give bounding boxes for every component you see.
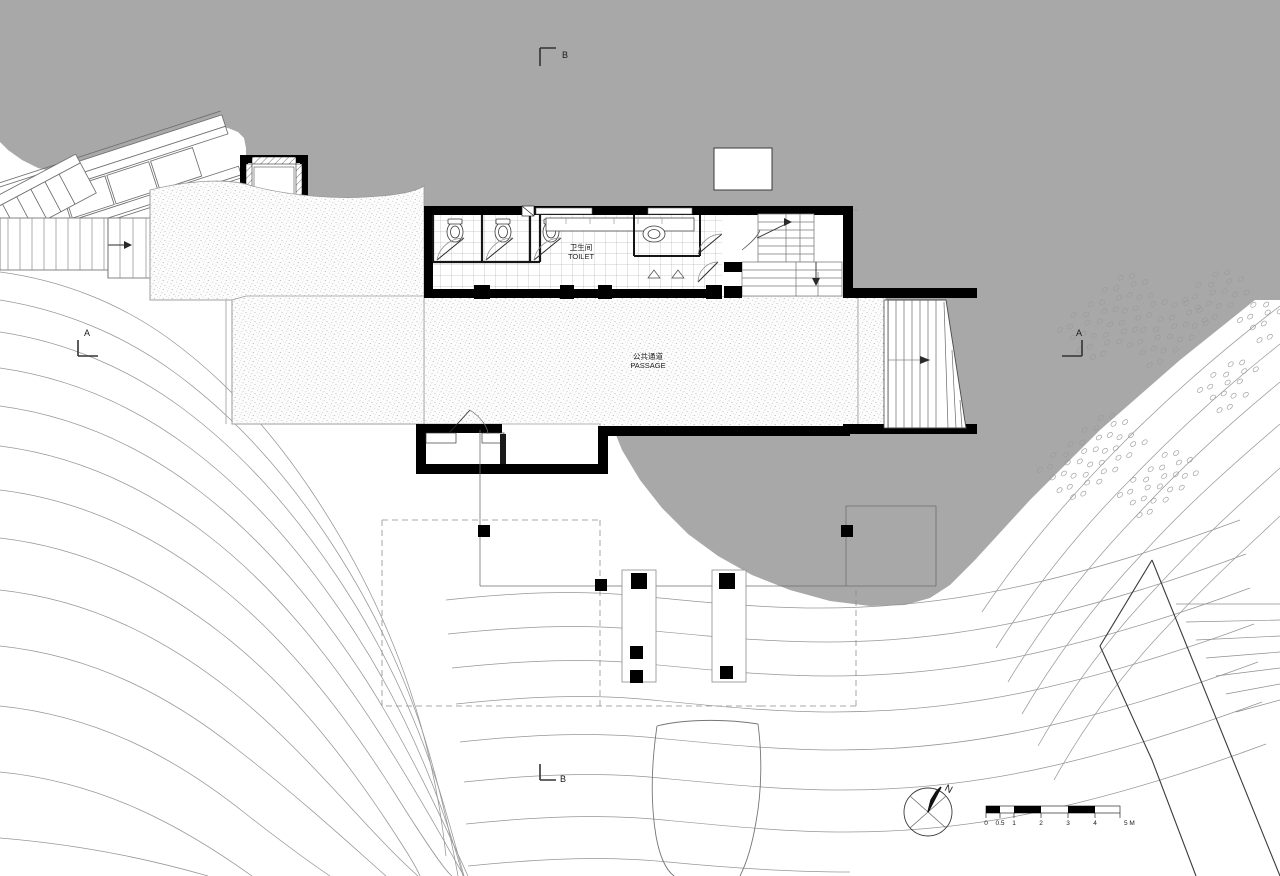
label-passage-english: PASSAGE	[630, 361, 665, 370]
scale-bar: 0 0.5 1 2 3 4 5 M	[984, 805, 1135, 827]
scale-tick-2: 2	[1039, 820, 1043, 827]
exterior-stair	[883, 299, 967, 429]
contour-lines-right	[445, 519, 1267, 873]
label-passage: 公共通道 PASSAGE	[630, 351, 665, 370]
contour-lines	[0, 271, 469, 876]
skylight-block	[713, 147, 773, 191]
stair-flight-lower	[741, 261, 843, 297]
north-arrow: N	[903, 783, 955, 837]
squat-pan	[647, 269, 685, 279]
section-marker-a-right: A	[1062, 328, 1083, 357]
label-toilet: 卫生间 TOILET	[568, 242, 595, 261]
terrace-lines	[1176, 603, 1280, 713]
label-toilet-english: TOILET	[568, 252, 595, 261]
north-arrow-label: N	[943, 783, 955, 796]
setout-lines-solid	[479, 430, 937, 587]
section-marker-a-left: A	[77, 328, 98, 357]
section-marker-a-left-label: A	[84, 328, 90, 338]
scale-tick-4: 4	[1093, 820, 1097, 827]
section-marker-a-right-label: A	[1076, 328, 1082, 338]
setout-lines	[381, 519, 857, 707]
plaza-step-notch	[231, 295, 425, 425]
watercourse	[651, 725, 675, 876]
building-walls	[416, 206, 977, 474]
lavatory-fixture	[642, 225, 666, 243]
stair-hall	[722, 213, 843, 298]
scale-unit-label: 5 M	[1124, 820, 1135, 827]
section-marker-b-bottom: B	[539, 764, 566, 784]
service-room	[425, 409, 598, 464]
vegetation-cluster-upper	[1037, 269, 1280, 518]
scale-tick-3: 3	[1066, 820, 1070, 827]
site-mass-right-wedge	[1062, 300, 1280, 876]
label-toilet-chinese: 卫生间	[570, 242, 593, 252]
scale-tick-05: 0.5	[995, 820, 1004, 827]
structural-columns	[478, 525, 853, 683]
section-marker-b-bottom-label: B	[560, 774, 566, 784]
scale-tick-1: 1	[1012, 820, 1016, 827]
section-marker-b-top: B	[539, 47, 568, 66]
scale-tick-0: 0	[984, 820, 988, 827]
right-slope-contours	[981, 305, 1280, 781]
site-boundary	[1151, 559, 1280, 876]
label-passage-chinese: 公共通道	[633, 351, 663, 361]
section-marker-b-top-label: B	[562, 50, 568, 60]
